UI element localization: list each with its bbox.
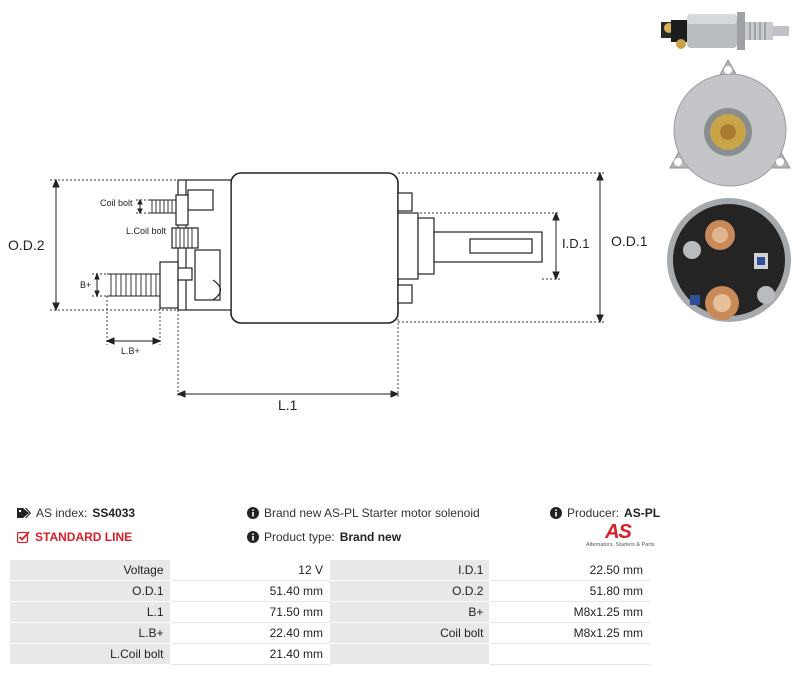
producer-label: Producer: [567, 506, 620, 520]
table-row: L.B+ 22.40 mm Coil bolt M8x1.25 mm [9, 622, 650, 644]
product-type-label: Product type: [264, 530, 335, 544]
table-row: L.Coil bolt 21.40 mm [9, 643, 650, 665]
as-index: AS index: SS4033 [17, 506, 135, 520]
product-type-value: Brand new [339, 530, 402, 544]
producer: Producer: AS-PL [550, 506, 660, 520]
spec-label [328, 643, 491, 665]
as-index-value: SS4033 [92, 506, 136, 520]
spec-label: B+ [328, 601, 491, 623]
tag-icon [17, 508, 31, 518]
product-photo-front [667, 198, 791, 322]
spec-label: Coil bolt [328, 622, 491, 644]
od2-label: O.D.2 [8, 237, 45, 253]
product-type: Product type: Brand new [247, 530, 401, 544]
info-icon [550, 507, 562, 519]
spec-label: I.D.1 [328, 559, 491, 581]
spec-value: 71.50 mm [169, 601, 330, 623]
spec-value: 22.40 mm [169, 622, 330, 644]
checkbox-icon [17, 531, 30, 543]
id1-label: I.D.1 [562, 236, 589, 251]
spec-value: M8x1.25 mm [489, 601, 650, 623]
spec-label: L.1 [9, 601, 171, 623]
product-photo-side [661, 12, 789, 50]
standard-line: STANDARD LINE [17, 530, 132, 544]
spec-label: O.D.2 [328, 580, 491, 602]
spec-label: L.B+ [9, 622, 171, 644]
l-b-plus-label: L.B+ [121, 346, 140, 356]
info-icon [247, 531, 259, 543]
spec-label: Voltage [9, 559, 171, 581]
spec-value: 22.50 mm [489, 559, 650, 581]
b-plus-label: B+ [80, 280, 91, 290]
spec-label: O.D.1 [9, 580, 171, 602]
coil-bolt-label: Coil bolt [100, 198, 133, 208]
spec-label: L.Coil bolt [9, 643, 171, 665]
logo-mark: AS [605, 521, 632, 543]
l1-label: L.1 [278, 397, 298, 413]
spec-value [489, 643, 650, 665]
producer-value: AS-PL [624, 506, 661, 520]
table-row: L.1 71.50 mm B+ M8x1.25 mm [9, 601, 650, 623]
info-icon [247, 507, 259, 519]
logo-tagline: Alternators, Starters & Parts [586, 542, 655, 548]
spec-value: M8x1.25 mm [489, 622, 650, 644]
spec-table: Voltage 12 V I.D.1 22.50 mm O.D.1 51.40 … [9, 559, 650, 665]
standard-line-label: STANDARD LINE [35, 530, 133, 544]
spec-value: 12 V [169, 559, 330, 581]
as-pl-logo: AS Alternators, Starters & Parts [586, 521, 655, 552]
spec-value: 51.40 mm [169, 580, 330, 602]
table-row: Voltage 12 V I.D.1 22.50 mm [9, 559, 650, 581]
description: Brand new AS-PL Starter motor solenoid [247, 506, 480, 520]
description-text: Brand new AS-PL Starter motor solenoid [264, 506, 480, 520]
table-row: O.D.1 51.40 mm O.D.2 51.80 mm [9, 580, 650, 602]
od1-label: O.D.1 [611, 233, 648, 249]
spec-value: 21.40 mm [169, 643, 330, 665]
l-coil-bolt-label: L.Coil bolt [126, 226, 167, 236]
technical-drawing: O.D.2 O.D.1 I.D.1 L.1 Coil bolt L.Coil b… [8, 171, 648, 413]
spec-value: 51.80 mm [489, 580, 650, 602]
product-photo-back [669, 58, 791, 187]
as-index-label: AS index: [36, 506, 88, 520]
